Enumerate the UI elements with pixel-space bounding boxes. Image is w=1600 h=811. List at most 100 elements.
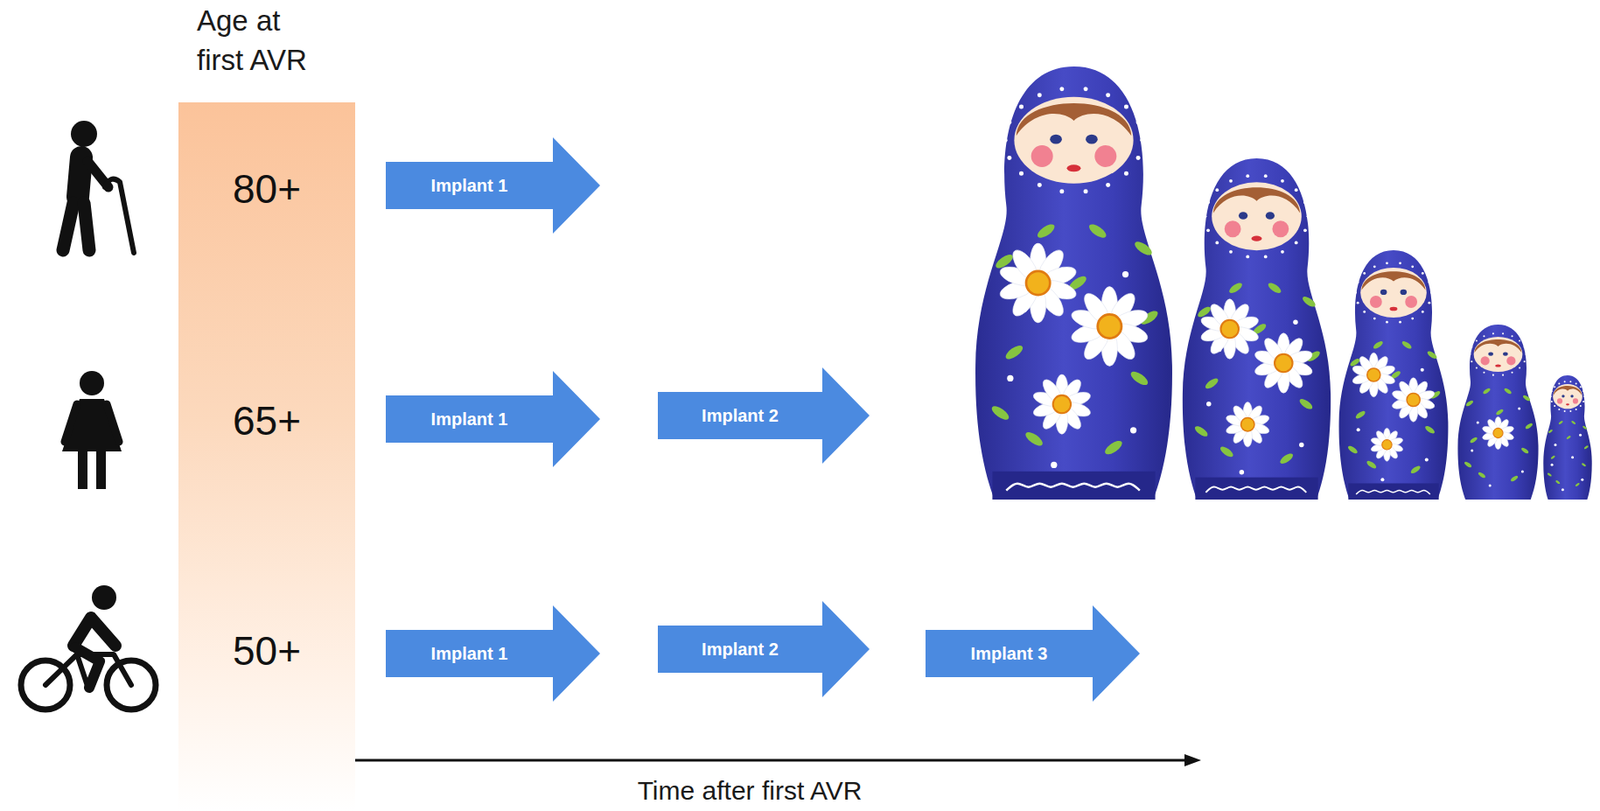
doll-scarf-dot bbox=[1518, 366, 1521, 369]
doll-leaf bbox=[1503, 387, 1513, 396]
implant-arrow: Implant 1 bbox=[385, 137, 601, 234]
doll-mouth bbox=[1565, 403, 1570, 406]
doll-mouth bbox=[1495, 363, 1502, 367]
doll-scarf-dot bbox=[1579, 405, 1582, 407]
doll-scarf-dot bbox=[1398, 261, 1402, 265]
doll-leaf bbox=[1481, 387, 1491, 396]
doll-flower bbox=[1224, 402, 1271, 448]
doll-hair bbox=[1474, 339, 1523, 353]
doll-scarf-dot bbox=[1475, 340, 1478, 343]
doll-scarf-dot bbox=[1569, 410, 1572, 413]
flower-center bbox=[1367, 368, 1381, 382]
doll-scarf-dot bbox=[1569, 380, 1572, 383]
doll-scarf-dot bbox=[1551, 390, 1553, 392]
doll-scarf-dot bbox=[1136, 155, 1141, 161]
doll-leaf bbox=[1347, 444, 1360, 455]
doll-scarf-dot bbox=[1421, 272, 1425, 275]
doll-eye bbox=[1561, 394, 1565, 398]
doll-leaf bbox=[1425, 349, 1439, 361]
doll-face bbox=[1211, 181, 1302, 251]
doll-hair bbox=[1362, 271, 1426, 290]
doll-flower bbox=[1390, 377, 1436, 422]
doll-scarf-dot bbox=[1430, 291, 1433, 294]
doll-leaf bbox=[1300, 294, 1317, 309]
doll-scarf-dot bbox=[1482, 335, 1485, 337]
doll-leaf bbox=[1365, 459, 1378, 470]
doll-mouth bbox=[1390, 307, 1398, 312]
doll-scarf-dot bbox=[1083, 86, 1089, 91]
age-group: 80+ bbox=[178, 165, 356, 214]
doll-leaf bbox=[1128, 369, 1150, 388]
doll-scarf-dot bbox=[1136, 119, 1141, 125]
doll-leaf bbox=[1465, 399, 1475, 408]
doll-scarf-dot bbox=[1492, 374, 1495, 377]
doll-base-wave bbox=[1006, 483, 1140, 491]
doll-scarf-dot bbox=[1362, 310, 1366, 314]
doll-scarf-dot bbox=[1245, 174, 1250, 178]
doll-flower bbox=[1031, 374, 1092, 434]
doll-dot bbox=[1420, 368, 1425, 372]
doll-leaf bbox=[1522, 394, 1531, 403]
doll-scarf-dot bbox=[1356, 301, 1360, 305]
doll-leaf bbox=[1266, 280, 1283, 295]
doll-body bbox=[1339, 250, 1449, 500]
doll-leaf bbox=[1558, 419, 1564, 425]
doll-leaf bbox=[1003, 342, 1025, 362]
doll-scarf-dot bbox=[1518, 340, 1521, 343]
implant-label: Implant 3 bbox=[971, 642, 1049, 664]
doll-scarf-dot bbox=[1502, 374, 1504, 377]
doll-dot bbox=[1476, 421, 1480, 425]
doll-scarf-dot bbox=[1421, 310, 1425, 314]
age-group: 65+ bbox=[178, 397, 356, 446]
doll-dot bbox=[1561, 488, 1565, 491]
doll-body bbox=[1543, 375, 1592, 500]
doll-scarf-dot bbox=[1373, 265, 1377, 268]
doll-cheek bbox=[1572, 398, 1579, 404]
doll-scarf-dot bbox=[1037, 92, 1042, 98]
doll-scarf-dot bbox=[1564, 380, 1566, 383]
doll-leaf bbox=[1582, 425, 1588, 430]
doll-cheek bbox=[1557, 398, 1563, 404]
doll-scarf-dot bbox=[1427, 280, 1431, 284]
doll-dot bbox=[1380, 477, 1384, 482]
doll-scarf-dot bbox=[1470, 360, 1473, 363]
doll-eye bbox=[1570, 394, 1573, 398]
doll-scarf-dot bbox=[1356, 280, 1360, 284]
doll-dot bbox=[1356, 427, 1361, 432]
age-group: 50+ bbox=[178, 627, 356, 676]
doll-hair bbox=[1553, 385, 1582, 396]
doll-leaf bbox=[1278, 451, 1295, 466]
doll-leaf bbox=[1520, 447, 1530, 455]
doll-eye bbox=[1238, 211, 1248, 220]
doll-scarf-dot bbox=[1523, 346, 1526, 349]
doll-leaf bbox=[1409, 464, 1422, 476]
arrow-fill bbox=[385, 370, 601, 468]
flower-center bbox=[1220, 320, 1239, 339]
doll-scarf-dot bbox=[1303, 228, 1307, 232]
age-band: Age at first AVR80+65+50+ bbox=[178, 102, 356, 811]
doll-scarf-dot bbox=[1553, 405, 1556, 407]
doll-face bbox=[1013, 97, 1133, 184]
cyclist-icon bbox=[20, 585, 156, 710]
doll-scarf-dot bbox=[1411, 265, 1414, 268]
doll-leaf bbox=[1087, 221, 1109, 240]
doll-leaf bbox=[1372, 339, 1385, 350]
doll-leaf bbox=[1571, 419, 1577, 425]
doll-leaf bbox=[1463, 461, 1473, 469]
doll-scarf-dot bbox=[1482, 371, 1485, 374]
doll-dot bbox=[1292, 319, 1298, 324]
doll-scarf-dot bbox=[1427, 301, 1431, 305]
doll-leaf bbox=[1023, 429, 1045, 448]
doll-face bbox=[1360, 267, 1427, 318]
doll-scarf-dot bbox=[1294, 241, 1299, 245]
doll-cheek bbox=[1369, 295, 1383, 308]
doll-dot bbox=[1239, 469, 1244, 475]
doll-cheek bbox=[1481, 356, 1490, 365]
doll-scarf-dot bbox=[1280, 179, 1285, 183]
implant-arrow: Implant 1 bbox=[385, 605, 601, 702]
doll-cheek bbox=[1224, 220, 1242, 238]
doll-mouth bbox=[1067, 164, 1082, 172]
doll-face bbox=[1552, 384, 1583, 409]
